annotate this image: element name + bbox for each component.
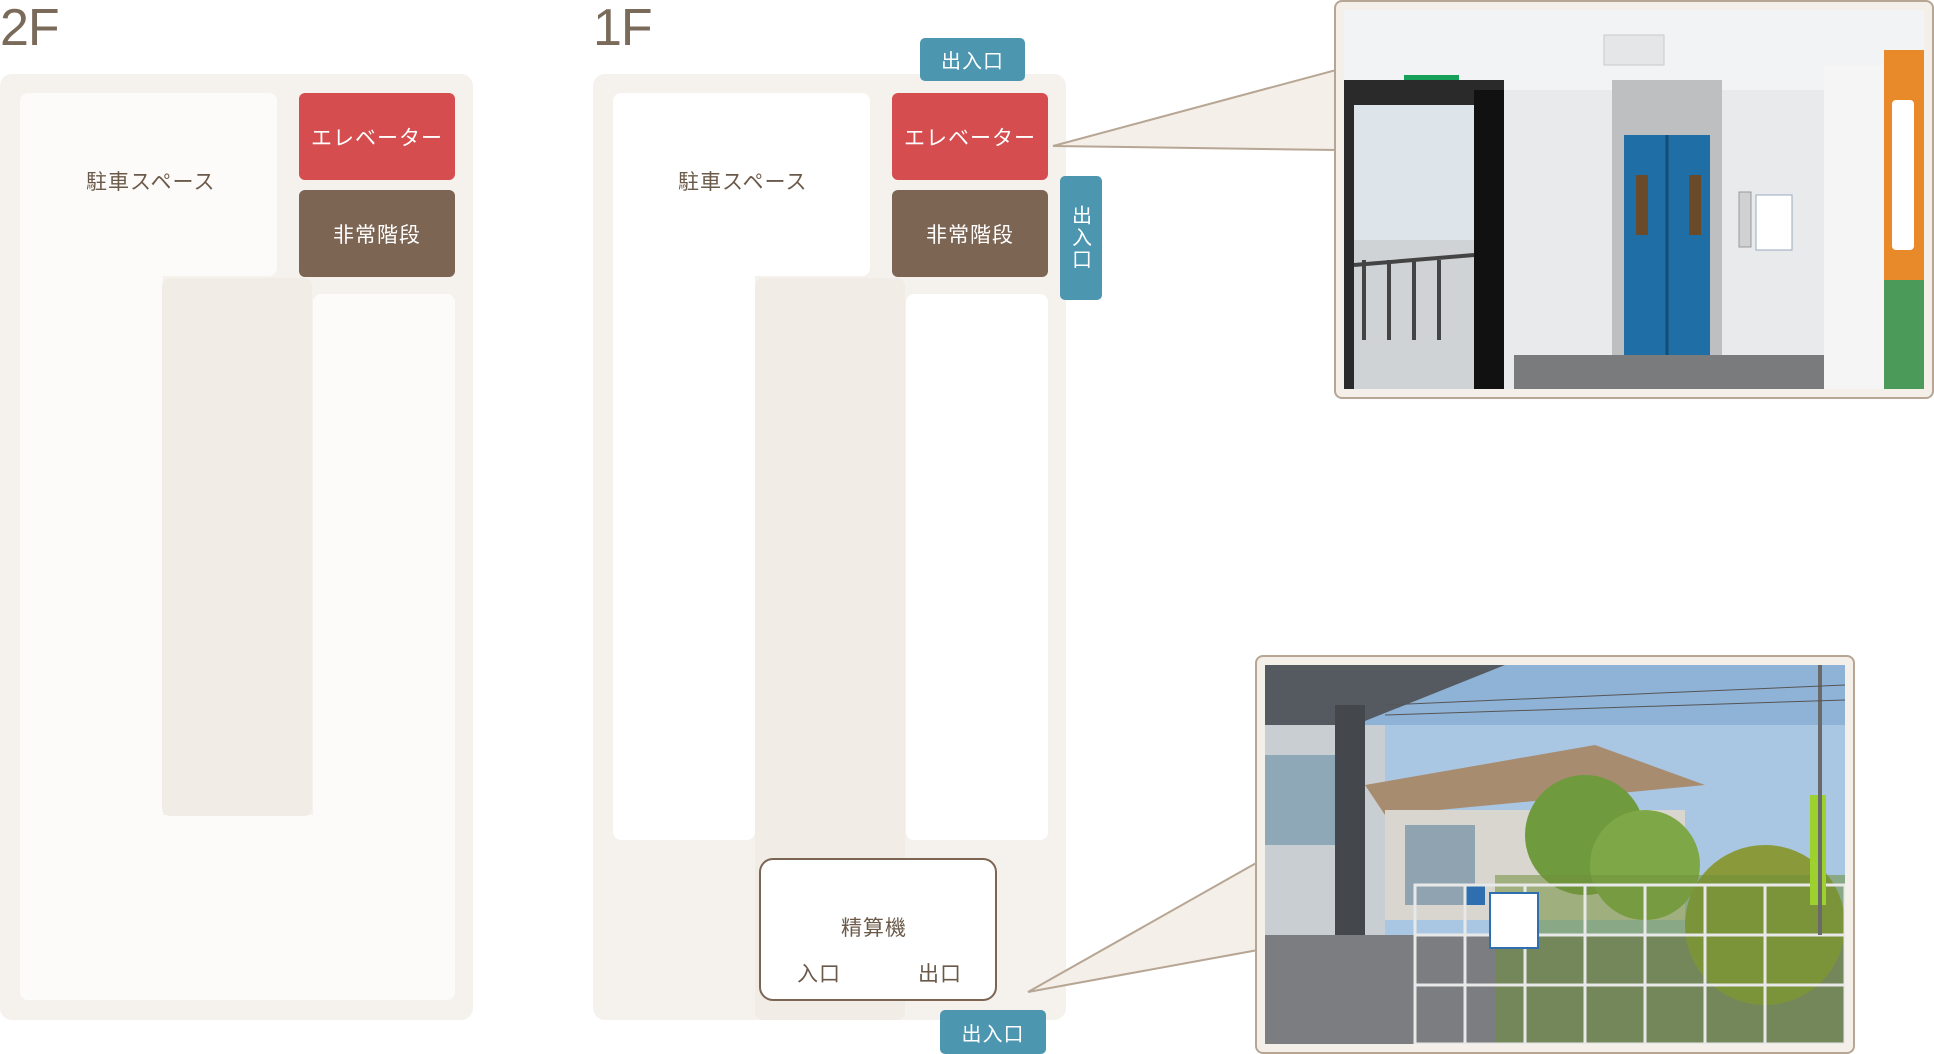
entrance-side-1f: 出入口 — [1060, 176, 1102, 300]
floor-label-2f: 2F — [0, 0, 60, 57]
ramp-area-2f — [162, 278, 312, 816]
entrance-bottom-1f: 出入口 — [940, 1010, 1046, 1054]
parking-area-2f-right — [313, 294, 455, 1000]
parking-area-1f-right — [906, 294, 1048, 840]
entrance-top-1f: 出入口 — [920, 38, 1025, 81]
parking-area-1f — [613, 93, 870, 276]
callout-pointer-elevator — [1052, 68, 1337, 152]
photo-elevator-hall — [1344, 10, 1924, 389]
parking-area-1f-lower — [613, 270, 755, 840]
payment-exit-label: 出口 — [918, 962, 962, 986]
emergency-stairs-1f: 非常階段 — [892, 190, 1048, 277]
payment-machine — [759, 858, 997, 1001]
elevator-2f: エレベーター — [299, 93, 455, 180]
payment-machine-title: 精算機 — [841, 916, 907, 940]
callout-pointer-payment — [1027, 860, 1259, 993]
parking-label-1f: 駐車スペース — [678, 170, 808, 194]
parking-area-2f — [20, 93, 277, 276]
parking-label-2f: 駐車スペース — [86, 170, 216, 194]
elevator-1f: エレベーター — [892, 93, 1048, 180]
payment-entry-label: 入口 — [797, 962, 841, 986]
floor-label-1f: 1F — [593, 0, 653, 57]
photo-parking-entrance — [1265, 665, 1845, 1044]
emergency-stairs-2f: 非常階段 — [299, 190, 455, 277]
